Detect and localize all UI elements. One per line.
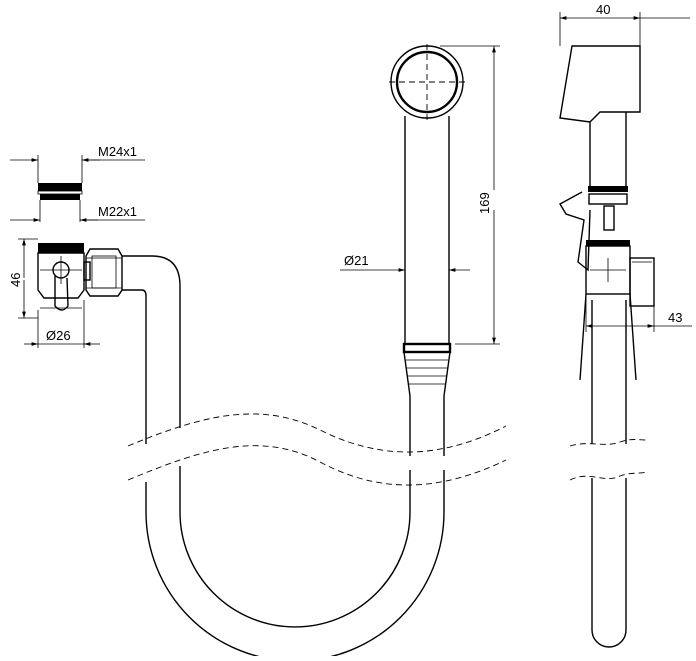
thread-upper-label: M24x1 (98, 144, 137, 159)
valve-diameter-label: Ø26 (46, 328, 71, 343)
thread-adapter (37, 183, 83, 200)
dim-head-width: 40 (559, 2, 690, 46)
dim-m24x1: M24x1 (10, 144, 145, 183)
side-view (559, 45, 655, 648)
handle-length-label: 169 (477, 192, 492, 214)
hose (122, 255, 647, 661)
side-depth-label: 43 (668, 310, 682, 325)
hand-shower-front (389, 44, 465, 397)
angle-valve (37, 243, 123, 311)
dim-m22x1: M22x1 (10, 200, 145, 222)
thread-lower-label: M22x1 (98, 204, 137, 219)
dim-valve-height: 46 (8, 238, 38, 319)
head-width-label: 40 (596, 2, 610, 17)
dim-handle-length: 169 (440, 45, 500, 345)
dim-side-depth: 43 (585, 296, 692, 332)
valve-height-label: 46 (8, 273, 23, 287)
handle-diameter-label: Ø21 (344, 253, 369, 268)
dim-valve-diameter: Ø26 (24, 300, 100, 348)
dim-handle-diameter: Ø21 (340, 253, 470, 272)
